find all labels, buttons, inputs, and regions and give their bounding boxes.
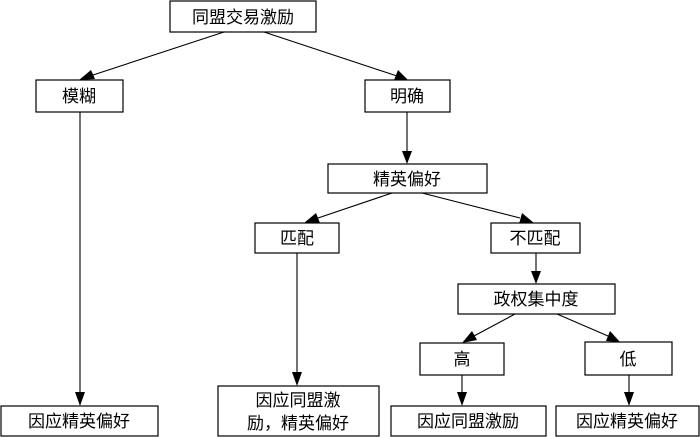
node-outcome-elite-1: 因应精英偏好	[0, 405, 159, 437]
edge-elite-pref-match	[304, 192, 393, 223]
node-mismatch: 不匹配	[490, 222, 581, 254]
node-outcome-elite-2-label: 因应精英偏好	[576, 412, 678, 432]
node-centralization: 政权集中度	[457, 283, 616, 315]
edge-centralization-low	[556, 313, 620, 342]
node-high-label: 高	[454, 350, 471, 370]
node-mismatch-label: 不匹配	[510, 229, 561, 249]
node-low: 低	[584, 341, 673, 376]
node-clear: 明确	[364, 79, 451, 113]
node-outcome-elite-2: 因应精英偏好	[555, 405, 700, 437]
edge-centralization-high	[462, 313, 516, 343]
edges	[75, 31, 634, 406]
node-elite-preference: 精英偏好	[327, 163, 488, 194]
node-match-label: 匹配	[280, 229, 314, 249]
edge-high-outcome	[457, 375, 467, 406]
node-vague-label: 模糊	[62, 87, 96, 107]
node-elite-preference-label: 精英偏好	[373, 170, 441, 190]
edge-match-outcome	[292, 253, 302, 386]
node-outcome-alliance-label: 因应同盟激励	[417, 412, 519, 432]
node-outcome-both-label-line2: 励，精英偏好	[247, 414, 349, 434]
edge-elite-pref-mismatch	[421, 192, 534, 224]
node-centralization-label: 政权集中度	[494, 290, 579, 310]
edge-root-vague	[79, 31, 225, 80]
node-root-label: 同盟交易激励	[192, 8, 294, 28]
edge-root-clear	[263, 31, 408, 80]
node-root: 同盟交易激励	[169, 0, 317, 33]
edge-vague-outcome	[75, 112, 85, 406]
node-low-label: 低	[620, 350, 637, 370]
edge-clear-elite-pref	[402, 112, 412, 164]
edge-low-outcome	[624, 375, 634, 406]
edge-mismatch-centralization	[531, 253, 541, 284]
node-match: 匹配	[254, 222, 340, 254]
node-vague: 模糊	[35, 79, 124, 113]
node-outcome-both-label-line1: 因应同盟激	[256, 391, 341, 411]
node-outcome-both: 因应同盟激 励，精英偏好	[217, 385, 380, 437]
node-clear-label: 明确	[390, 87, 424, 107]
node-high: 高	[419, 342, 505, 376]
node-outcome-alliance: 因应同盟激励	[390, 405, 547, 437]
node-outcome-elite-1-label: 因应精英偏好	[28, 412, 130, 432]
